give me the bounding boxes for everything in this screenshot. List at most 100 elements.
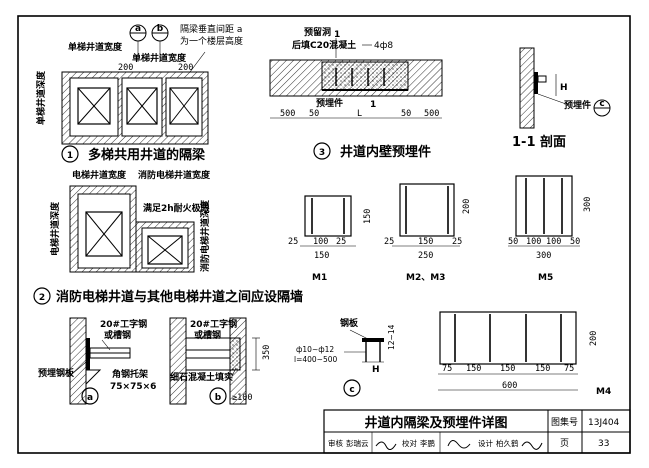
plate-M5-dim-1: 100 — [526, 237, 541, 247]
check-name: 李鹏 — [420, 438, 435, 448]
section3-reserved-hole: 预留洞 — [304, 26, 331, 38]
plate-M2-dim-2: 25 — [452, 237, 462, 247]
section1-title: 1 多梯共用井道的隔梁 — [61, 145, 206, 163]
section3-dim-50b: 50 — [401, 109, 411, 119]
detail-c: 钢板 ф10~ф12 l=400~500 12~14 H c — [294, 317, 396, 397]
section-3-shaft-wall-embeds: 预留洞 后填C20混凝土 4ф8 1 预埋件 1 500 50 L 50 500… — [269, 26, 443, 160]
plate-M1-height: 150 — [363, 209, 373, 224]
section1-note-line2: 为一个楼层高度 — [180, 35, 243, 47]
section1-dim-200b: 200 — [178, 63, 193, 73]
section2-depth-label-b: 消防电梯井道深度 — [199, 199, 211, 272]
section1-width-label-2: 单梯井道宽度 — [132, 52, 187, 64]
section3-rebar: 4ф8 — [374, 41, 393, 51]
detail-c-bar-line2: l=400~500 — [294, 355, 338, 364]
section3-dim-500a: 500 — [280, 109, 295, 119]
section3-anchor-bars — [335, 68, 385, 86]
signature-1 — [375, 441, 397, 450]
plate-M1: 25 100 25 150 150 M1 — [288, 195, 373, 283]
drawing-title: 井道内隔梁及预埋件详图 — [364, 415, 507, 431]
detail-a-angle-line1: 角钢托架 — [112, 368, 148, 380]
atlas-no: 13J404 — [588, 418, 620, 428]
design-label: 设计 — [478, 438, 493, 448]
plate-M4-label: M4 — [596, 387, 611, 397]
shaft-plan-1 — [69, 77, 119, 137]
section2-depth-label-a: 电梯井道深度 — [49, 201, 61, 256]
detail-b-dim-100: ≥100 — [232, 393, 252, 403]
section3-dim-500b: 500 — [424, 109, 439, 119]
section-1-1-callout: c — [599, 99, 604, 109]
plate-M2-label: M2、M3 — [406, 273, 445, 283]
plate-M1-label: M1 — [312, 273, 327, 283]
detail-a-angle-line2: 75×75×6 — [110, 382, 156, 392]
detail-a-plate-label: 预埋钢板 — [38, 367, 75, 379]
section3-dim-50a: 50 — [309, 109, 319, 119]
detail-b-dim-350: 350 — [262, 345, 272, 360]
section2-width-label-b: 消防电梯井道宽度 — [138, 169, 211, 181]
plate-M5: 50 100 100 50 300 300 M5 — [508, 175, 593, 283]
plate-M5-total: 300 — [536, 251, 551, 261]
section-1-1: H 预埋件 c 1-1 剖面 — [512, 47, 611, 150]
detail-b-beam-line1: 20#工字钢 — [190, 318, 237, 330]
plate-M5-dim-3: 50 — [570, 237, 580, 247]
shaft-plan-3 — [165, 77, 203, 137]
section1-dim-200a: 200 — [118, 63, 133, 73]
section3-section-mark-bottom: 1 — [370, 100, 376, 110]
signature-3 — [521, 441, 543, 450]
section3-backfill: 后填C20混凝土 — [292, 39, 356, 51]
plate-M4-dim-3: 150 — [535, 364, 550, 374]
detail-c-dim-H: H — [372, 365, 380, 375]
detail-b-beam-line2: 或槽钢 — [194, 329, 221, 341]
section1-title-text: 多梯共用井道的隔梁 — [88, 147, 206, 163]
section2-number: 2 — [39, 293, 45, 303]
plate-M4-dim-2: 150 — [500, 364, 515, 374]
section3-title-text: 井道内壁预埋件 — [340, 144, 431, 160]
section1-number: 1 — [67, 151, 73, 161]
section3-section-mark-top: 1 — [334, 30, 340, 40]
plate-M4-height: 200 — [589, 331, 599, 346]
plate-M4: 75 150 150 150 75 600 200 M4 — [438, 311, 611, 397]
review-label: 审核 — [328, 438, 343, 448]
section2-title: 2 消防电梯井道与其他电梯井道之间应设隔墙 — [33, 287, 303, 305]
review-name: 彭瑞云 — [346, 438, 369, 448]
detail-c-dim-thk: 12~14 — [387, 324, 396, 350]
elevator-car-plan — [85, 211, 123, 257]
plate-M1-total: 150 — [314, 251, 329, 261]
plate-M2-total: 250 — [418, 251, 433, 261]
callout-a-b: a b — [129, 24, 169, 62]
section-2-fire-elevator-wall: 电梯井道宽度 消防电梯井道宽度 满足2h耐火极限 电梯井道深度 消防电梯井道深度… — [33, 169, 303, 305]
detail-a: 20#工字钢 或槽钢 预埋钢板 角钢托架 75×75×6 a — [38, 317, 156, 405]
section-1-1-embed-label: 预埋件 — [564, 99, 591, 111]
detail-b: 20#工字钢 或槽钢 350 细石混凝土填实 ≥100 b — [169, 317, 272, 405]
plate-M5-label: M5 — [538, 273, 553, 283]
section2-wall-note: 满足2h耐火极限 — [143, 202, 211, 214]
section-1-1-dim-H: H — [560, 83, 568, 93]
section-1-shared-shaft-beams: a b 隔梁垂直间距 a 为一个楼层高度 单梯井道宽度 单梯井道宽度 200 2… — [35, 23, 243, 163]
plate-M4-dim-1: 150 — [466, 364, 481, 374]
shaft-plan-2 — [121, 77, 163, 137]
plate-M1-dim-0: 25 — [288, 237, 298, 247]
section2-width-label-a: 电梯井道宽度 — [72, 169, 127, 181]
fire-elevator-car-plan — [147, 235, 183, 265]
detail-a-tag: a — [87, 393, 93, 403]
section2-title-text: 消防电梯井道与其他电梯井道之间应设隔墙 — [56, 289, 303, 305]
title-block: 井道内隔梁及预埋件详图 图集号 13J404 页 33 审核 彭瑞云 校对 李鹏… — [323, 409, 631, 454]
plate-M2-M3: 25 150 25 250 200 M2、M3 — [384, 183, 472, 283]
detail-a-beam-line2: 或槽钢 — [104, 329, 131, 341]
detail-a-beam-line1: 20#工字钢 — [100, 318, 147, 330]
detail-c-bar-line1: ф10~ф12 — [296, 345, 334, 354]
section1-depth-label: 单梯井道深度 — [35, 70, 47, 125]
callout-b-label: b — [157, 24, 164, 34]
callout-a-label: a — [135, 24, 141, 34]
page-label: 页 — [560, 438, 569, 449]
plate-M4-dim-0: 75 — [442, 364, 452, 374]
plate-M1-dim-1: 100 — [313, 237, 328, 247]
plate-M5-dim-0: 50 — [508, 237, 518, 247]
section1-note-line1: 隔梁垂直间距 a — [180, 23, 242, 35]
signature-2 — [447, 440, 471, 449]
section3-dim-L: L — [357, 109, 362, 119]
section-1-1-title: 1-1 剖面 — [512, 134, 566, 150]
section3-number: 3 — [319, 148, 325, 158]
plate-M2-dim-0: 25 — [384, 237, 394, 247]
detail-b-fill-note: 细石混凝土填实 — [170, 371, 233, 383]
